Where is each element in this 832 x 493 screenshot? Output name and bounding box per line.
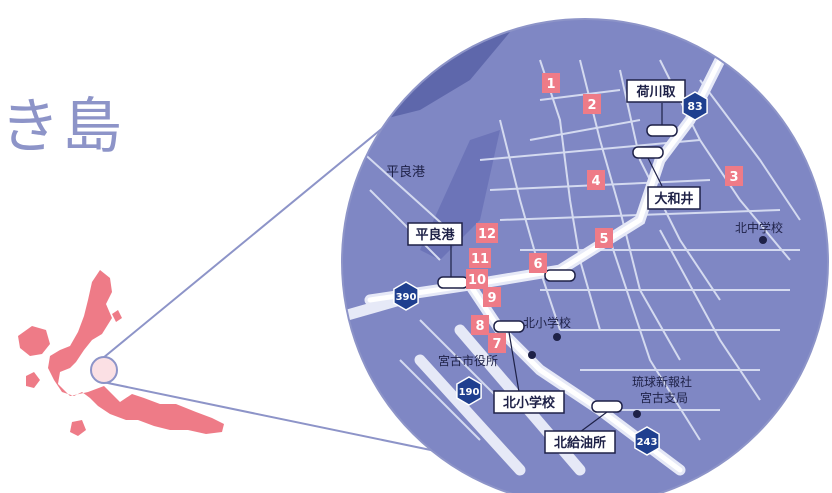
- leader-lines: [450, 103, 663, 433]
- marker-2-label: 2: [587, 98, 596, 113]
- marker-5-label: 5: [599, 232, 608, 247]
- route-badge-243: 243: [634, 426, 660, 456]
- school-dot-kita-chugakko: [759, 236, 767, 244]
- label-ryukyu-shimpo: 琉球新報社: [632, 374, 692, 389]
- route-badge-390-label: 390: [396, 292, 417, 303]
- magnifier-border: [341, 18, 829, 493]
- marker-10: 10: [466, 269, 488, 289]
- marker-4-label: 4: [591, 174, 600, 189]
- marker-12: 12: [476, 223, 498, 243]
- label-hirara-port: 平良港: [415, 227, 455, 243]
- label-kita-chugakko: 北中学校: [735, 220, 783, 235]
- marker-1: 1: [542, 73, 560, 93]
- marker-3: 3: [725, 166, 743, 186]
- route-badge-190-label: 190: [459, 387, 480, 398]
- marker-6-label: 6: [533, 257, 542, 272]
- marker-11: 11: [469, 248, 491, 268]
- city-hall-dot: [528, 351, 536, 359]
- route-badge-83: 83: [682, 91, 708, 121]
- school-dot-kita-shogakko: [553, 333, 561, 341]
- label-owai: 大和井: [654, 191, 693, 207]
- zoom-highlight-circle: [90, 356, 118, 384]
- label-kita-kyuyujo: 北給油所: [554, 435, 606, 451]
- marker-8-label: 8: [475, 319, 484, 334]
- route-badge-190: 190: [456, 376, 482, 406]
- label-city-hall: 宮古市役所: [438, 353, 498, 368]
- route-badge-243-label: 243: [637, 437, 658, 448]
- marker-3-label: 3: [729, 170, 738, 185]
- island-silhouette: [18, 270, 224, 436]
- magnified-map: [342, 19, 828, 493]
- marker-12-label: 12: [478, 227, 496, 242]
- route-badge-83-label: 83: [687, 100, 702, 113]
- marker-1-label: 1: [546, 77, 555, 92]
- marker-9-label: 9: [487, 291, 496, 306]
- page-title: き島: [0, 92, 124, 162]
- label-nikawadori: 荷川取: [635, 84, 676, 100]
- label-kita-shogakko: 北小学校: [503, 395, 556, 411]
- label-hirara-port-plain: 平良港: [386, 164, 425, 180]
- marker-2: 2: [583, 94, 601, 114]
- marker-4: 4: [587, 170, 605, 190]
- marker-10-label: 10: [468, 273, 486, 288]
- marker-7-label: 7: [492, 337, 501, 352]
- marker-8: 8: [471, 315, 489, 335]
- marker-5: 5: [595, 228, 613, 248]
- marker-11-label: 11: [471, 252, 489, 267]
- boxed-labels: 荷川取 大和井 平良港 北小学校 北給油所: [407, 79, 701, 454]
- route-badge-390: 390: [393, 281, 419, 311]
- marker-6: 6: [529, 253, 547, 273]
- newspaper-dot: [633, 410, 641, 418]
- route-badges: 83 390 190 243: [393, 91, 708, 456]
- marker-7: 7: [488, 333, 506, 353]
- label-kita-shogakko-plain: 北小学校: [523, 315, 571, 330]
- label-miyako-branch: 宮古支局: [640, 390, 688, 405]
- marker-9: 9: [483, 287, 501, 307]
